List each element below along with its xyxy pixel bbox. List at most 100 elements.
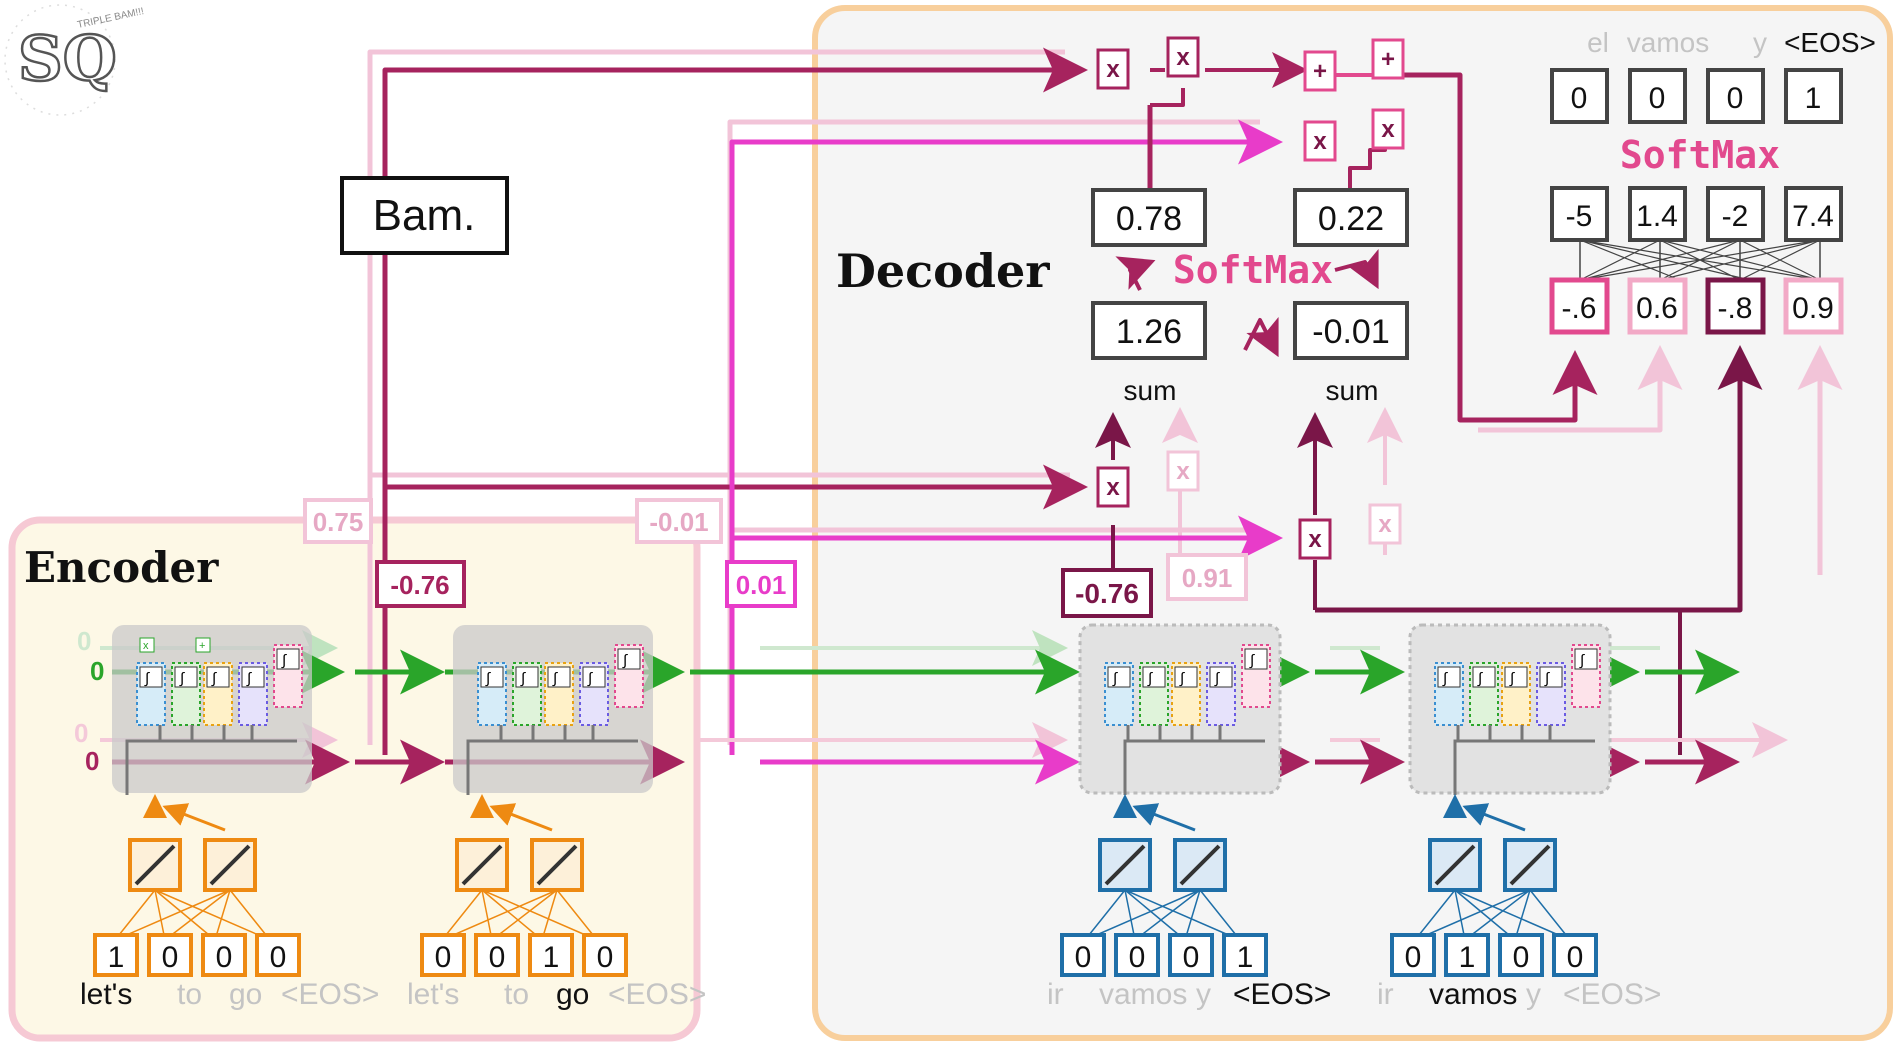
svg-text:x: x	[1378, 511, 1392, 538]
svg-text:x: x	[1313, 128, 1327, 155]
svg-text:0: 0	[1567, 941, 1584, 974]
encoder-onehot-cell: 0	[147, 933, 193, 977]
statquest-logo: SQ TRIPLE BAM!!!	[4, 4, 145, 116]
encoder-token: to	[504, 978, 529, 1011]
sum-label-2: sum	[1326, 375, 1379, 406]
fc-input-value: -.8	[1705, 277, 1766, 335]
lstm-unit-decoder-2: ∫ ∫ ∫ ∫ ∫	[1408, 623, 1612, 795]
svg-text:0: 0	[1571, 82, 1588, 115]
encoder-onehot-cell: 0	[201, 933, 247, 977]
output-onehot-cell: 0	[1550, 68, 1609, 124]
multiply-operation: x	[1096, 466, 1130, 508]
attention-softmax-label: SoftMax	[1173, 248, 1333, 292]
svg-text:∫: ∫	[1214, 670, 1221, 687]
encoder-init-long-faint: 0	[74, 718, 88, 748]
decoder-token: ir	[1047, 978, 1064, 1011]
encoder-onehot-cell: 0	[255, 933, 301, 977]
decoder-onehot-cell: 1	[1222, 933, 1268, 977]
svg-text:∫: ∫	[144, 670, 151, 687]
output-logit: -2	[1706, 186, 1765, 242]
add-operation: +	[1371, 38, 1405, 80]
svg-text:+: +	[1313, 58, 1327, 85]
decoder-token: ir	[1377, 978, 1394, 1011]
encoder-value-b: -0.76	[375, 560, 466, 608]
svg-text:0.91: 0.91	[1182, 563, 1233, 593]
decoder-onehot-cell: 0	[1060, 933, 1106, 977]
svg-text:1: 1	[1237, 941, 1254, 974]
embedding-decoder-1	[1084, 794, 1241, 941]
svg-text:0: 0	[597, 941, 614, 974]
svg-text:-2: -2	[1722, 200, 1749, 233]
svg-text:0: 0	[1183, 941, 1200, 974]
decoder-title: Decoder	[836, 244, 1050, 298]
attention-score-2: -0.01	[1293, 301, 1409, 360]
output-softmax-label: SoftMax	[1620, 133, 1780, 177]
bam-label: Bam.	[373, 191, 476, 240]
svg-text:-0.01: -0.01	[1312, 313, 1390, 351]
embedding-encoder-2	[441, 794, 598, 941]
encoder-token: let's	[80, 978, 132, 1011]
encoder-token: <EOS>	[281, 978, 379, 1011]
svg-text:∫: ∫	[1249, 652, 1256, 669]
encoder-title: Encoder	[24, 543, 219, 592]
decoder-onehot-cell: 0	[1114, 933, 1160, 977]
svg-text:0: 0	[1513, 941, 1530, 974]
svg-text:∫: ∫	[179, 670, 186, 687]
bam-box: Bam.	[340, 176, 509, 255]
svg-text:-.8: -.8	[1717, 292, 1752, 325]
output-logit: 1.4	[1628, 186, 1687, 242]
embedding-decoder-2	[1414, 794, 1571, 941]
svg-text:0: 0	[1649, 82, 1666, 115]
fc-inputs: -.6 0.6 -.8 0.9	[1549, 277, 1844, 335]
svg-text:0: 0	[162, 941, 179, 974]
decoder-token: <EOS>	[1233, 978, 1331, 1011]
svg-text:-5: -5	[1566, 200, 1593, 233]
decoder-onehot-cell: 0	[1498, 933, 1544, 977]
attention-score-1: 1.26	[1091, 301, 1207, 360]
multiply-operation: x	[1371, 108, 1405, 150]
encoder-token: to	[177, 978, 202, 1011]
multiply-operation: x	[1096, 48, 1130, 90]
svg-text:∫: ∫	[246, 670, 253, 687]
decoder-token: y	[1526, 978, 1541, 1011]
svg-text:0: 0	[216, 941, 233, 974]
svg-text:0.6: 0.6	[1636, 292, 1678, 325]
svg-text:∫: ∫	[1147, 670, 1154, 687]
vocab-word: <EOS>	[1784, 27, 1876, 58]
svg-text:0.75: 0.75	[313, 507, 364, 537]
encoder-token: go	[556, 978, 589, 1011]
encoder-onehot-cell: 0	[582, 933, 628, 977]
svg-text:1: 1	[1805, 82, 1822, 115]
decoder-value-a: -0.76	[1061, 568, 1153, 618]
svg-text:∫: ∫	[485, 670, 492, 687]
svg-text:+: +	[1381, 46, 1395, 73]
vocab-word: vamos	[1627, 27, 1709, 58]
svg-text:0.01: 0.01	[736, 570, 787, 600]
svg-text:0: 0	[270, 941, 287, 974]
output-onehot-cell: 0	[1706, 68, 1765, 124]
svg-text:x: x	[1106, 474, 1120, 501]
svg-text:∫: ∫	[1509, 670, 1516, 687]
svg-text:∫: ∫	[587, 670, 594, 687]
decoder-onehot-cell: 0	[1390, 933, 1436, 977]
svg-text:∫: ∫	[622, 652, 629, 669]
encoder-onehot-cell: 0	[474, 933, 520, 977]
svg-text:1: 1	[108, 941, 125, 974]
encoder-onehot-cell: 1	[528, 933, 574, 977]
encoder-value-a: 0.75	[303, 498, 373, 544]
encoder-value-c: -0.01	[635, 498, 723, 544]
decoder-token: vamos	[1429, 978, 1517, 1011]
svg-text:1.26: 1.26	[1116, 313, 1182, 351]
output-onehot: 0 0 0 1	[1550, 68, 1843, 124]
decoder-onehot-cell: 0	[1168, 933, 1214, 977]
attention-weight-2: 0.22	[1293, 188, 1409, 247]
multiply-operation: x	[1166, 450, 1200, 492]
fc-input-value: 0.9	[1783, 277, 1844, 335]
output-logit: -5	[1550, 186, 1609, 242]
svg-text:-.6: -.6	[1561, 292, 1596, 325]
decoder-token: y	[1196, 978, 1211, 1011]
attention-weight-1: 0.78	[1091, 188, 1207, 247]
